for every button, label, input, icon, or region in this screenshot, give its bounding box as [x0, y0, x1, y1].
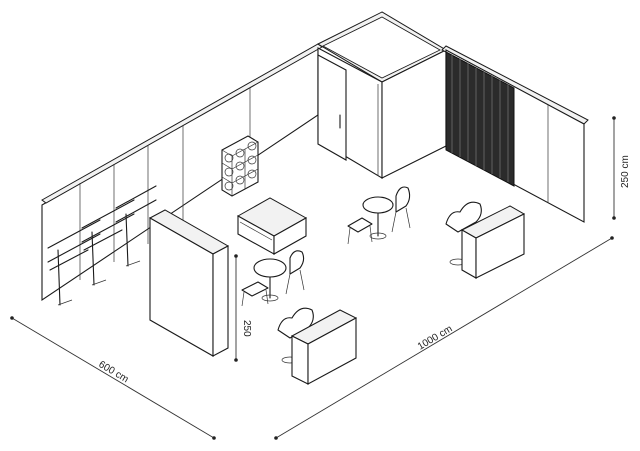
panel-height-label: 250 — [241, 320, 252, 337]
center-counter — [236, 197, 308, 255]
length-dimension-label: 1000 cm — [416, 323, 455, 352]
back-right-wall — [441, 45, 589, 223]
reception-desk-right — [445, 201, 526, 279]
cube-shelf — [221, 135, 259, 197]
storage-room — [316, 11, 448, 179]
storage-door — [317, 54, 347, 161]
width-dimension-label: 600 cm — [96, 359, 130, 385]
height-dimension-label: 250 cm — [620, 155, 631, 188]
back-left-wall — [41, 43, 323, 302]
partition-wall — [148, 209, 230, 357]
slat-wall-panel — [445, 51, 515, 187]
dimension-lines — [10, 116, 616, 440]
table-set-2 — [347, 186, 411, 245]
table-set-1 — [241, 250, 305, 307]
reception-desk-front — [277, 307, 358, 385]
wall-shelving-unit — [47, 185, 157, 306]
